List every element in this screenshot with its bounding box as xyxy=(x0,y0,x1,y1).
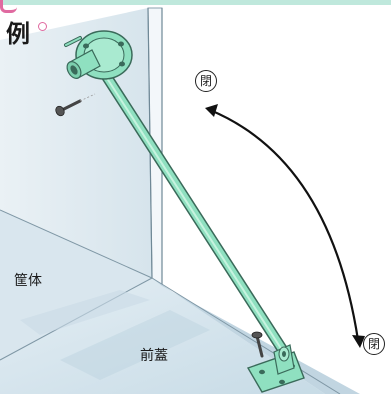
example-dot xyxy=(38,22,47,31)
closing-arrow xyxy=(205,104,365,348)
closed-label-top: 閉 xyxy=(195,70,217,92)
front-cover-label: 前蓋 xyxy=(140,348,168,364)
top-bracket xyxy=(64,30,133,80)
top-strip xyxy=(0,0,391,5)
example-label: 例 xyxy=(6,20,30,48)
closed-label-bottom: 閉 xyxy=(363,333,385,355)
screw-top xyxy=(55,93,96,117)
housing-label: 筐体 xyxy=(14,273,42,289)
bottom-bracket xyxy=(246,344,305,393)
corner-mark xyxy=(0,0,17,13)
screw-bottom xyxy=(251,331,264,358)
